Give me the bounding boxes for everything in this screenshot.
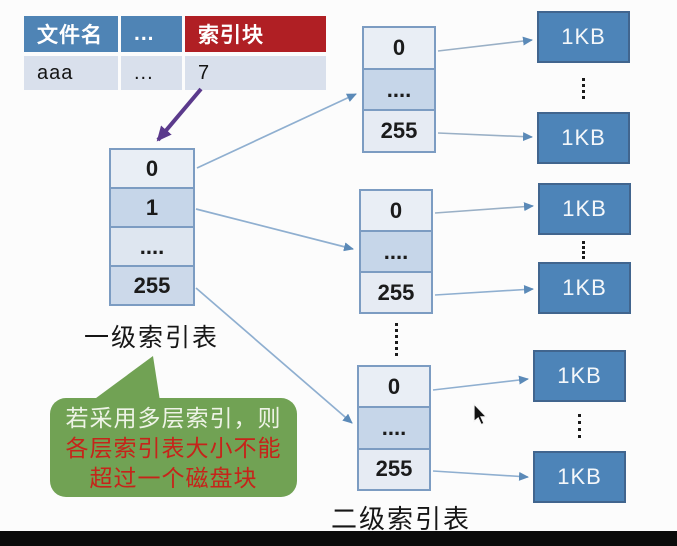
header-cell-index-block: 索引块 [185,16,326,52]
disk-block-1kb: 1KB [538,262,631,314]
arrow-table1-255-to-block2 [437,132,533,142]
level2-table-label: 二级索引表 [331,504,472,534]
level1-cell-0: 0 [111,150,193,187]
disk-block-1kb: 1KB [533,451,626,503]
arrow-table2-255-to-block4 [434,285,534,296]
arrow-table3-255-to-block6 [432,470,529,481]
arrow-table1-0-to-block1 [437,36,533,52]
level2-1-cell-255: 255 [364,109,434,152]
level2-2-cell-ellipsis: .... [361,230,431,271]
disk-block-1kb: 1KB [537,11,630,63]
callout-line-2: 各层索引表大小不能 [65,434,282,461]
level1-cell-ellipsis: .... [111,226,193,265]
level1-cell-255: 255 [111,265,193,304]
mouse-cursor [473,402,488,426]
index-table-level2-2: 0 .... 255 [359,189,433,314]
index-table-level2-1: 0 .... 255 [362,26,436,153]
cell-ellipsis-value: ... [121,56,182,90]
level1-cell-1: 1 [111,187,193,226]
level2-1-cell-0: 0 [364,28,434,68]
cell-index-block-value: 7 [185,56,326,90]
header-cell-ellipsis: ... [121,16,182,52]
level2-2-cell-255: 255 [361,271,431,312]
arrow-table2-0-to-block3 [434,202,534,214]
disk-block-1kb: 1KB [537,112,630,164]
level2-1-cell-ellipsis: .... [364,67,434,110]
arrow-level1-0-to-table1 [196,93,357,169]
disk-block-1kb: 1KB [538,183,631,235]
ellipsis-vertical-icon [582,241,585,259]
callout-line-1: 若采用多层索引，则 [65,404,282,431]
cell-filename-value: aaa [24,56,118,90]
index-table-level1: 0 1 .... 255 [109,148,195,306]
file-table-header-row: 文件名 ... 索引块 [24,16,326,52]
ellipsis-vertical-icon [395,323,398,356]
file-attribute-table: 文件名 ... 索引块 aaa ... 7 [24,16,326,94]
header-cell-filename: 文件名 [24,16,118,52]
ellipsis-vertical-icon [582,78,585,99]
callout-tail [92,356,160,401]
arrow-7-to-level1 [156,87,203,142]
callout-line-3: 超过一个磁盘块 [89,464,258,491]
level2-3-cell-ellipsis: .... [359,406,429,448]
index-table-level2-3: 0 .... 255 [357,365,431,491]
disk-block-1kb: 1KB [533,350,626,402]
file-table-data-row: aaa ... 7 [24,56,326,90]
arrow-table3-0-to-block5 [432,375,529,391]
arrow-level1-1-to-table2 [195,208,354,252]
ellipsis-vertical-icon [578,414,581,438]
level2-3-cell-255: 255 [359,447,429,489]
level2-2-cell-0: 0 [361,191,431,230]
level2-3-cell-0: 0 [359,367,429,407]
video-letterbox-bar [0,531,677,546]
callout-bubble: 若采用多层索引，则 各层索引表大小不能 超过一个磁盘块 [50,398,297,497]
level1-table-label: 一级索引表 [84,324,220,352]
